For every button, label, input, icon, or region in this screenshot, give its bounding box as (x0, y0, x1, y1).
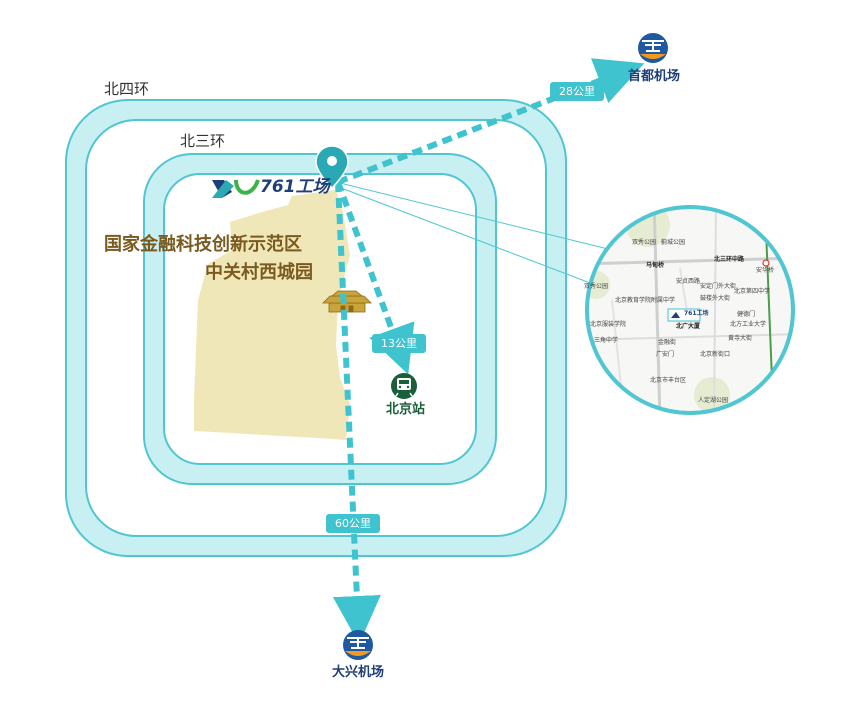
inset-label: 北京新街口 (700, 351, 731, 358)
capital-airport-label: 首都机场 (628, 69, 681, 84)
inset-label: 蓟城公园 (661, 239, 686, 246)
daxing-airport-logo-icon (343, 630, 373, 660)
district-name-line2: 中关村西城园 (205, 262, 313, 283)
capital-airport-distance-badge: 28公里 (550, 82, 604, 101)
inset-brand-label: 761工场 (684, 310, 709, 317)
north-third-ring-label: 北三环 (180, 132, 226, 150)
route-to-capital-airport (336, 58, 645, 185)
inset-label: 黄寺大街 (728, 335, 753, 342)
inset-label: 鼓楼外大街 (700, 295, 731, 302)
inset-connector-top (335, 181, 613, 251)
inset-label: 北方工业大学 (730, 321, 767, 328)
inset-label: 北京第四中学 (734, 288, 771, 295)
inset-label: 金融街 (658, 339, 677, 346)
district-name-line1: 国家金融科技创新示范区 (104, 234, 302, 255)
beijing-station-label: 北京站 (386, 402, 426, 417)
inset-label: 双秀公园 (632, 239, 657, 246)
inset-label: 北京教育学院附属中学 (615, 297, 676, 304)
inset-label: 北三环中路 (714, 256, 745, 263)
map-pin-icon (315, 145, 349, 190)
brand-logo-icon (212, 179, 260, 198)
inset-label: 双秀公园 (584, 283, 609, 290)
inset-label: 马甸桥 (646, 262, 665, 269)
inset-label: 安定门外大街 (700, 283, 737, 290)
daxing-airport-label: 大兴机场 (332, 665, 385, 680)
inset-label: 人定湖公园 (698, 397, 729, 404)
inset-label: 健德门 (737, 311, 756, 318)
inset-label: 北京市丰台区 (650, 377, 687, 384)
xicheng-district-shape (194, 190, 350, 440)
brand-name: 761工场 (260, 177, 330, 197)
inset-building-label: 北广大厦 (676, 323, 701, 330)
inset-connector-bottom (335, 185, 599, 287)
train-icon (391, 373, 417, 399)
inset-label: 广安门 (656, 351, 675, 358)
tiananmen-gate-icon (322, 290, 372, 313)
inset-label: 安华桥 (756, 267, 775, 274)
inset-label: 安贞西路 (676, 278, 701, 285)
route-to-beijing-station (335, 180, 415, 375)
daxing-airport-distance-badge: 60公里 (326, 514, 380, 533)
inset-label: 三角中学 (594, 337, 619, 344)
inset-label: 北京服装学院 (590, 321, 627, 328)
north-fourth-ring-label: 北四环 (104, 80, 150, 98)
beijing-station-distance-badge: 13公里 (372, 334, 426, 353)
route-to-daxing-airport (332, 181, 381, 644)
capital-airport-logo-icon (638, 33, 668, 63)
